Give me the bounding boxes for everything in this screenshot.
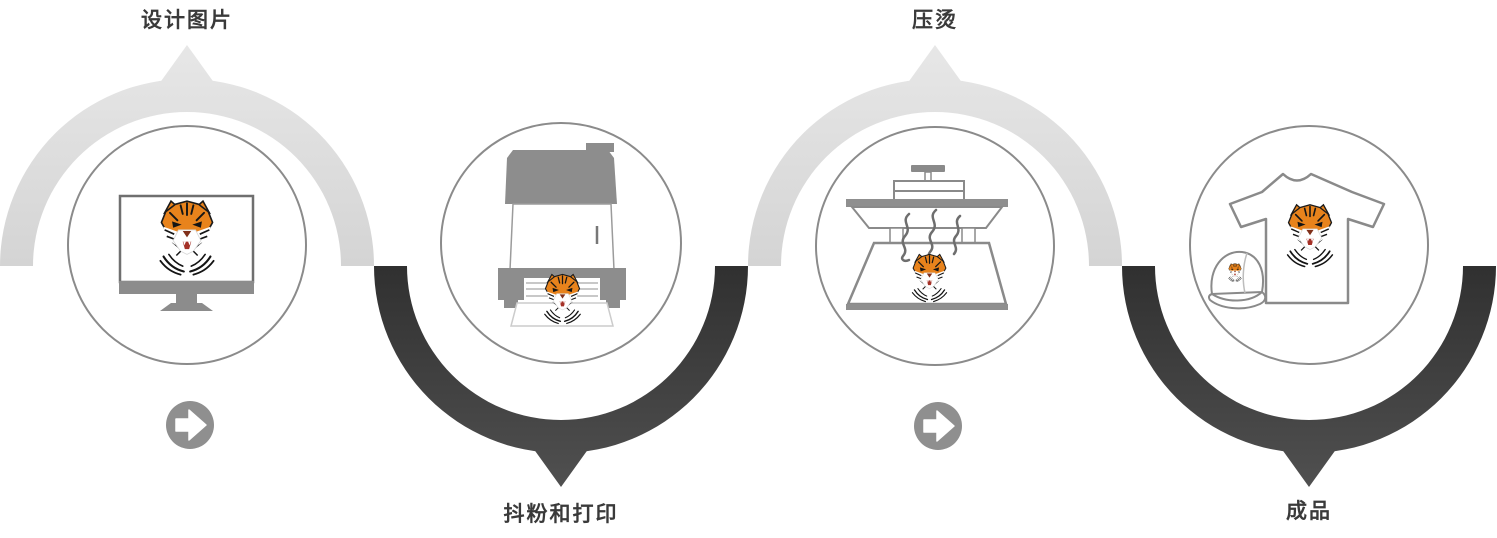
printer-body	[509, 203, 615, 271]
monitor-base	[160, 303, 213, 311]
press-knob	[911, 165, 945, 172]
arrow-right-circle-icon	[914, 402, 962, 450]
printer-left-bracket	[498, 278, 524, 300]
printer-right-bracket	[600, 278, 626, 300]
flow-arc-step2-dark	[374, 266, 748, 487]
step-label-press: 压烫	[912, 9, 958, 32]
tshirt-and-cap-icon	[1207, 172, 1386, 310]
printer-top-cover	[505, 150, 617, 204]
dtf-printer-icon	[498, 143, 626, 327]
arrow-right-circle-icon	[166, 401, 214, 449]
press-head-block-top	[893, 180, 965, 192]
cap-brim	[1207, 290, 1267, 310]
press-post-right	[961, 227, 976, 245]
flow-arc-step4-dark	[1122, 266, 1496, 487]
flow-arc-step1-light	[0, 45, 374, 266]
heat-press-icon	[846, 165, 1008, 310]
step-label-finished: 成品	[1286, 500, 1332, 523]
press-post-left	[889, 227, 904, 245]
printer-base-bar	[498, 268, 626, 278]
step-label-powder-print: 抖粉和打印	[503, 503, 619, 526]
step-label-design: 设计图片	[141, 9, 233, 32]
flow-arc-step3-light	[748, 45, 1122, 266]
printer-left-foot	[504, 300, 518, 308]
press-upper-platen	[849, 206, 1005, 229]
monitor-with-tiger-design-icon	[118, 194, 255, 311]
printer-right-foot	[606, 300, 620, 308]
press-upper-plate-edge	[846, 199, 1008, 207]
press-lower-rim	[846, 304, 1008, 310]
monitor-bezel	[119, 281, 254, 294]
cap-seam	[1242, 252, 1248, 294]
printer-top-tab	[586, 143, 614, 152]
printer-output-sheet	[510, 302, 614, 327]
monitor-neck	[176, 294, 197, 304]
